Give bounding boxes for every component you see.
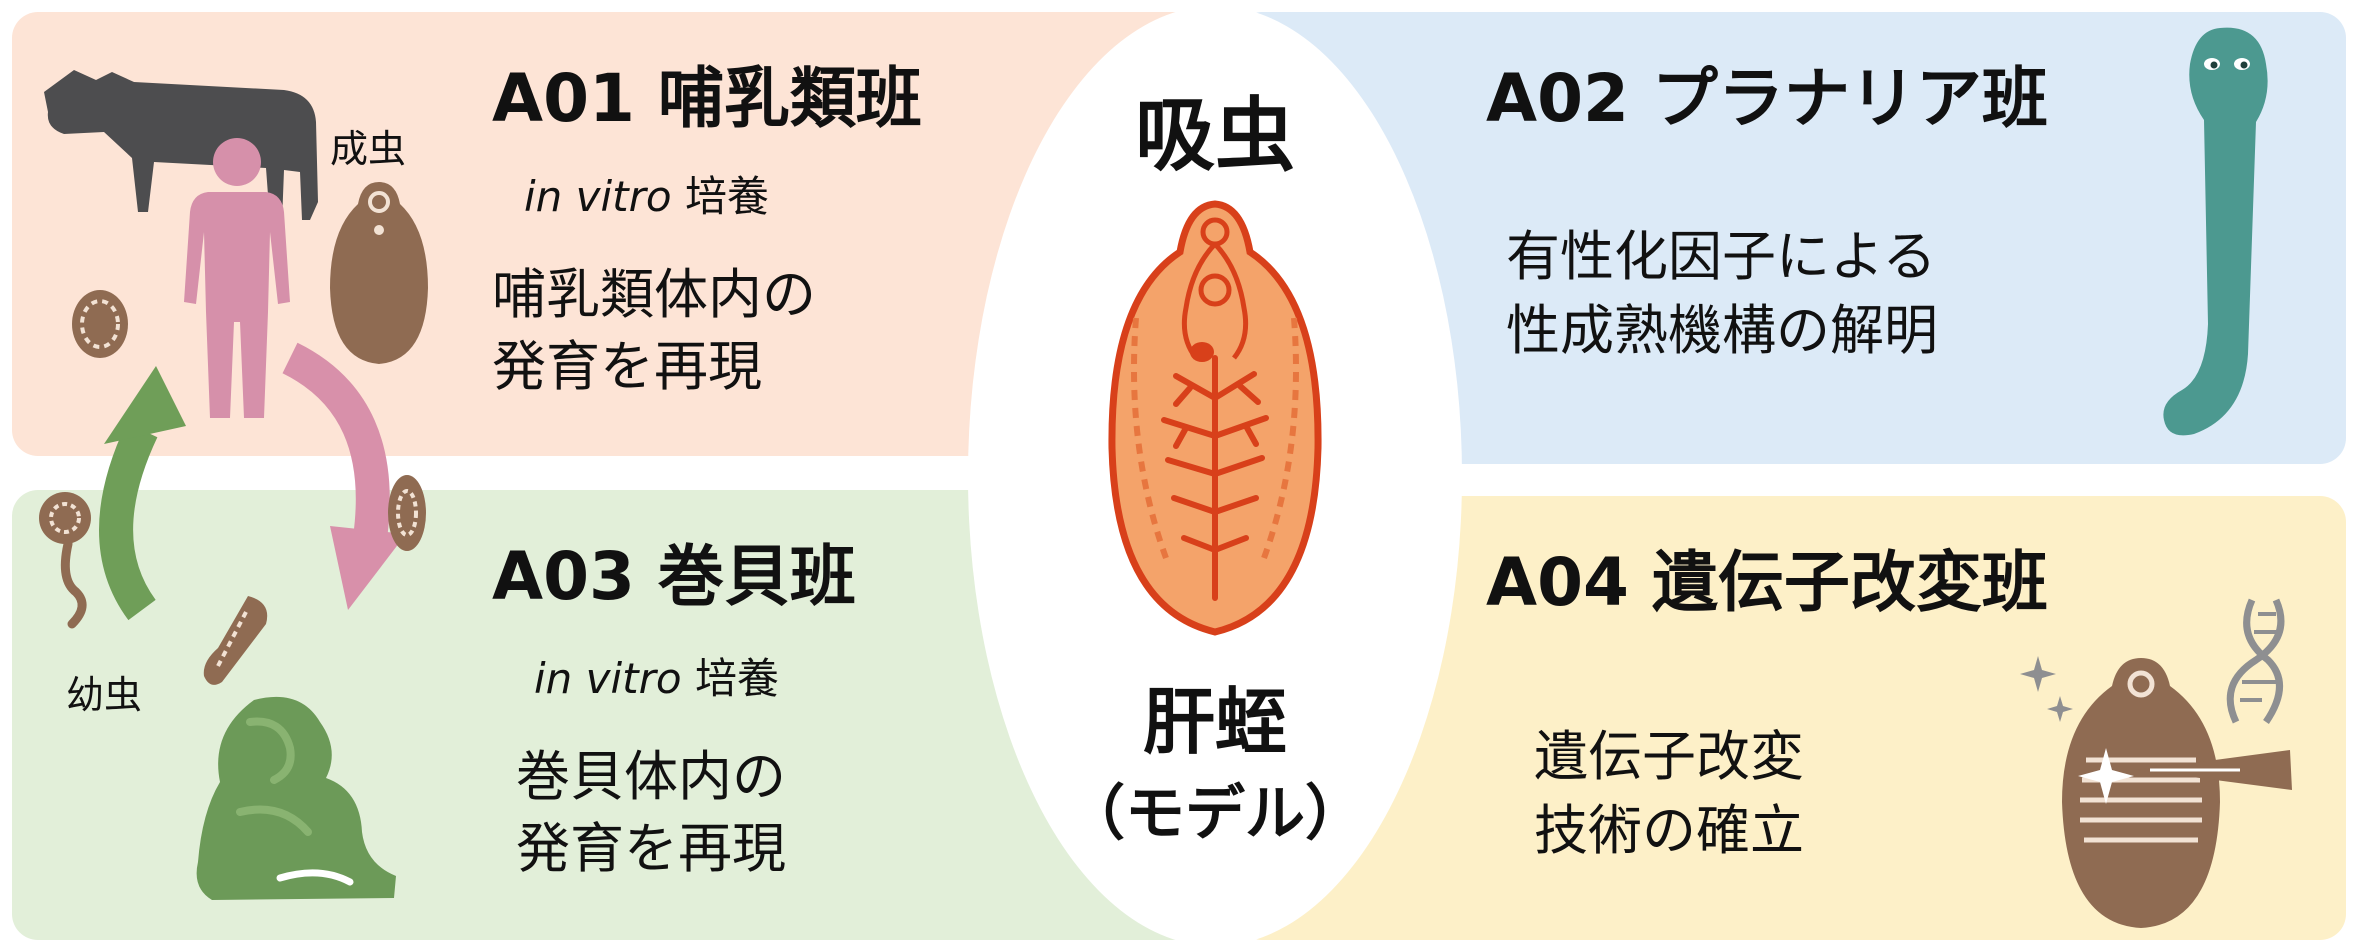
dna-icon (2226, 598, 2285, 724)
a01-title: A01 哺乳類班 (492, 60, 922, 137)
a04-line1: 遺伝子改変 (1534, 725, 1804, 788)
human-icon (184, 138, 290, 418)
a03-line1: 巻貝体内の (516, 745, 786, 808)
a01-subtitle-italic: in vitro (524, 172, 672, 221)
redia-icon (388, 475, 426, 551)
a03-subtitle-rest: 培養 (681, 654, 779, 703)
a01-adult-label: 成虫 (330, 127, 407, 171)
transgenic-fluke-icon (2062, 658, 2220, 928)
a01-subtitle: in vitro 培養 (524, 176, 769, 218)
center-note: （モデル） (1065, 779, 1365, 849)
a03-larva-label: 幼虫 (66, 673, 143, 717)
a04-title: A04 遺伝子改変班 (1486, 544, 2048, 621)
a03-subtitle: in vitro 培養 (534, 658, 779, 700)
a03-title: A03 巻貝班 (492, 538, 856, 615)
a04-line2: 技術の確立 (1534, 799, 1804, 862)
sporocyst-icon (203, 596, 268, 685)
pipette-icon (2134, 750, 2292, 790)
a01-line1: 哺乳類体内の (492, 263, 816, 326)
lifecycle-arrow-up-icon (99, 366, 186, 621)
a02-title: A02 プラナリア班 (1486, 60, 2048, 137)
a02-line1: 有性化因子による (1506, 225, 1937, 288)
adult-fluke-icon (330, 182, 428, 364)
liver-fluke-icon (1108, 200, 1322, 636)
a01-subtitle-rest: 培養 (671, 172, 769, 221)
sparkle-icon (2020, 656, 2073, 722)
center-heading: 吸虫 (1135, 89, 1295, 182)
lifecycle-arrow-down-icon (282, 342, 406, 610)
cow-icon (44, 70, 318, 222)
a03-subtitle-italic: in vitro (534, 654, 682, 703)
a01-line2: 発育を再現 (492, 335, 762, 398)
center-species: 肝蛭 (1142, 680, 1287, 764)
egg-icon (72, 290, 128, 358)
miracidium-icon (39, 492, 91, 629)
planarian-icon (2163, 27, 2268, 436)
a02-line2: 性成熟機構の解明 (1506, 299, 1938, 362)
a03-line2: 発育を再現 (516, 817, 786, 880)
snail-icon (196, 696, 396, 900)
